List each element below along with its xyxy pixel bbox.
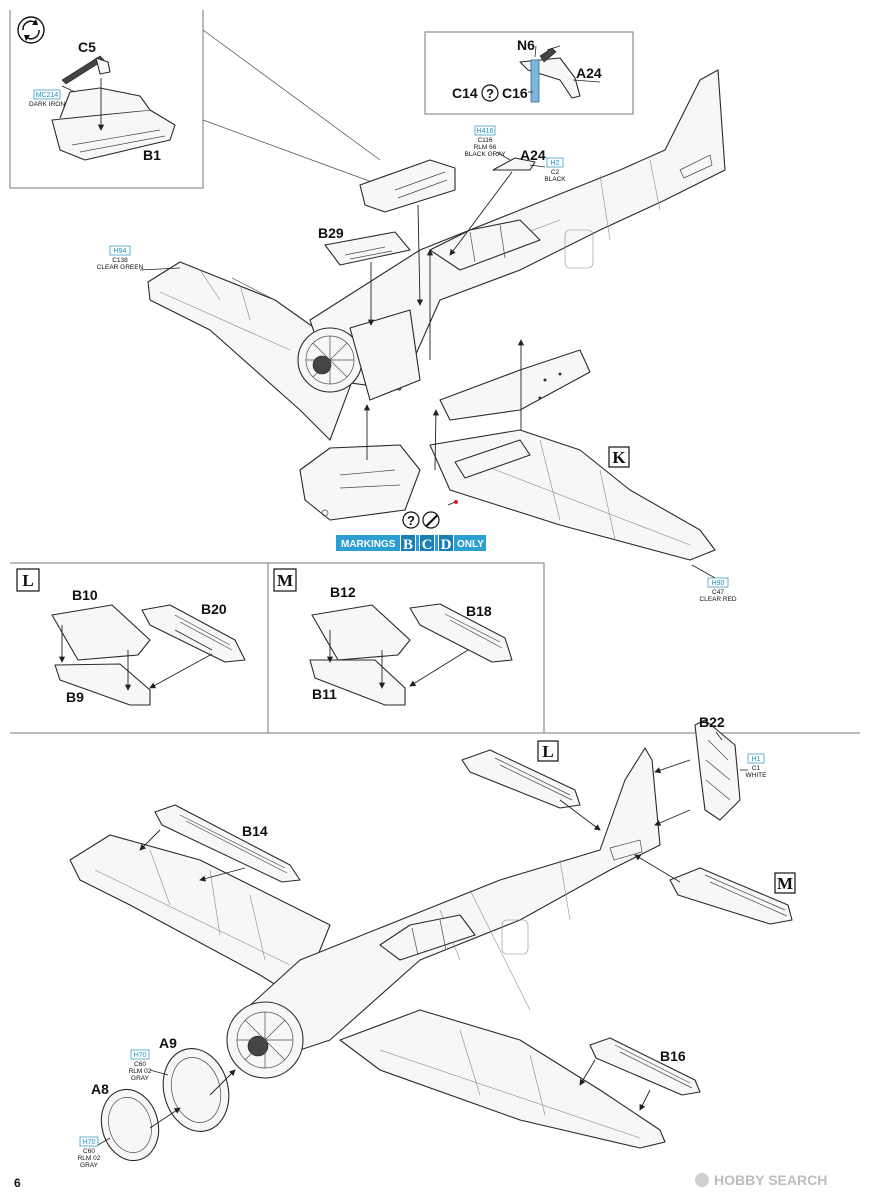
svg-text:C138: C138: [112, 257, 128, 264]
svg-text:ONLY: ONLY: [457, 539, 484, 550]
svg-text:L: L: [22, 571, 33, 590]
part-label-a24-inset: A24: [576, 65, 602, 81]
part-label-b11: B11: [312, 686, 337, 702]
paint-callout-mc214: MC214 DARK IRON: [29, 89, 65, 108]
step-m-drawing: [309, 603, 513, 706]
svg-text:H94: H94: [114, 248, 127, 255]
step-k-marker: K: [608, 446, 630, 468]
svg-text:?: ?: [486, 86, 494, 101]
svg-text:GRAY: GRAY: [131, 1075, 150, 1082]
svg-text:CLEAR RED: CLEAR RED: [699, 596, 737, 603]
step-l-marker: L: [16, 568, 40, 592]
svg-text:H90: H90: [712, 580, 725, 587]
top-left-inset-frame: [9, 10, 204, 189]
svg-text:HOBBY SEARCH: HOBBY SEARCH: [714, 1172, 827, 1188]
svg-text:C2: C2: [551, 169, 560, 176]
inset-gun-cover-drawing: [51, 29, 381, 186]
svg-text:GRAY: GRAY: [80, 1162, 99, 1169]
svg-text:RLM 66: RLM 66: [474, 144, 497, 151]
paint-callout-h70-a8: H70 C60 RLM 02 GRAY: [78, 1136, 101, 1169]
paint-callout-h70-a9: H70 C60 RLM 02 GRAY: [129, 1049, 152, 1082]
svg-text:CLEAR GREEN: CLEAR GREEN: [97, 264, 144, 271]
svg-text:M: M: [277, 571, 293, 590]
part-label-c16: C16: [502, 85, 528, 101]
part-label-a24: A24: [520, 147, 546, 163]
part-label-c5: C5: [78, 39, 96, 55]
top-aircraft-drawing: [139, 69, 726, 579]
svg-text:B: B: [403, 537, 413, 553]
part-label-b16: B16: [660, 1048, 686, 1064]
paint-callout-h416: H416 C116 RLM 66 BLACK GRAY: [464, 125, 506, 158]
svg-text:C47: C47: [712, 589, 724, 596]
part-label-b18: B18: [466, 603, 492, 619]
paint-callout-h94: H94 C138 CLEAR GREEN: [97, 245, 144, 271]
step-m-marker: M: [273, 568, 297, 592]
step-l-ref-marker: L: [537, 740, 559, 762]
svg-text:H70: H70: [134, 1052, 147, 1059]
svg-text:H70: H70: [83, 1139, 96, 1146]
optional-part-question-icon: ?: [402, 511, 420, 529]
rotate-arrows-icon: [17, 16, 45, 44]
paint-callout-h2: H2 C2 BLACK: [544, 157, 566, 183]
markings-banner: MARKINGS B C D ONLY: [336, 534, 486, 553]
svg-text:DARK IRON: DARK IRON: [29, 101, 65, 108]
part-label-b9: B9: [66, 689, 84, 705]
part-label-b29: B29: [318, 225, 344, 241]
part-label-a8: A8: [91, 1081, 109, 1097]
part-label-c14: C14: [452, 85, 478, 101]
svg-text:L: L: [542, 742, 553, 761]
watermark: HOBBY SEARCH: [695, 1172, 827, 1188]
n6-detail-drawing: [519, 45, 601, 103]
svg-text:BLACK GRAY: BLACK GRAY: [464, 151, 506, 158]
part-label-a9: A9: [159, 1035, 177, 1051]
paint-callout-h90: H90 C47 CLEAR RED: [699, 577, 737, 603]
svg-text:RLM 02: RLM 02: [78, 1155, 101, 1162]
svg-text:RLM 02: RLM 02: [129, 1068, 152, 1075]
svg-text:C116: C116: [477, 137, 492, 144]
svg-text:MC214: MC214: [36, 92, 59, 99]
svg-text:C60: C60: [134, 1061, 146, 1068]
part-label-n6: N6: [517, 37, 535, 53]
part-label-b10: B10: [72, 587, 98, 603]
step-m-ref-marker: M: [774, 872, 796, 894]
step-l-drawing: [51, 604, 246, 706]
part-label-b1: B1: [143, 147, 161, 163]
svg-text:WHITE: WHITE: [746, 772, 768, 779]
part-label-b14: B14: [242, 823, 268, 839]
svg-text:C1: C1: [752, 765, 761, 772]
cut-knife-icon: [422, 511, 440, 529]
page-number: 6: [14, 1176, 21, 1190]
paint-callout-h1: H1 C1 WHITE: [746, 753, 768, 779]
svg-text:BLACK: BLACK: [544, 176, 566, 183]
part-label-b12: B12: [330, 584, 356, 600]
svg-text:C60: C60: [83, 1148, 95, 1155]
svg-text:H416: H416: [477, 128, 494, 135]
svg-text:MARKINGS: MARKINGS: [341, 539, 396, 550]
part-label-b20: B20: [201, 601, 227, 617]
optional-part-question-icon: ?: [481, 84, 499, 102]
svg-text:M: M: [777, 874, 793, 893]
n6-detail-inset-frame: [424, 31, 634, 115]
svg-text:H2: H2: [551, 160, 560, 167]
svg-text:D: D: [441, 537, 452, 553]
svg-text:K: K: [612, 448, 626, 467]
svg-text:H1: H1: [752, 756, 761, 763]
part-label-b22: B22: [699, 714, 725, 730]
svg-text:?: ?: [407, 513, 415, 528]
bottom-aircraft-drawing: [69, 719, 793, 1162]
svg-text:C: C: [422, 537, 433, 553]
